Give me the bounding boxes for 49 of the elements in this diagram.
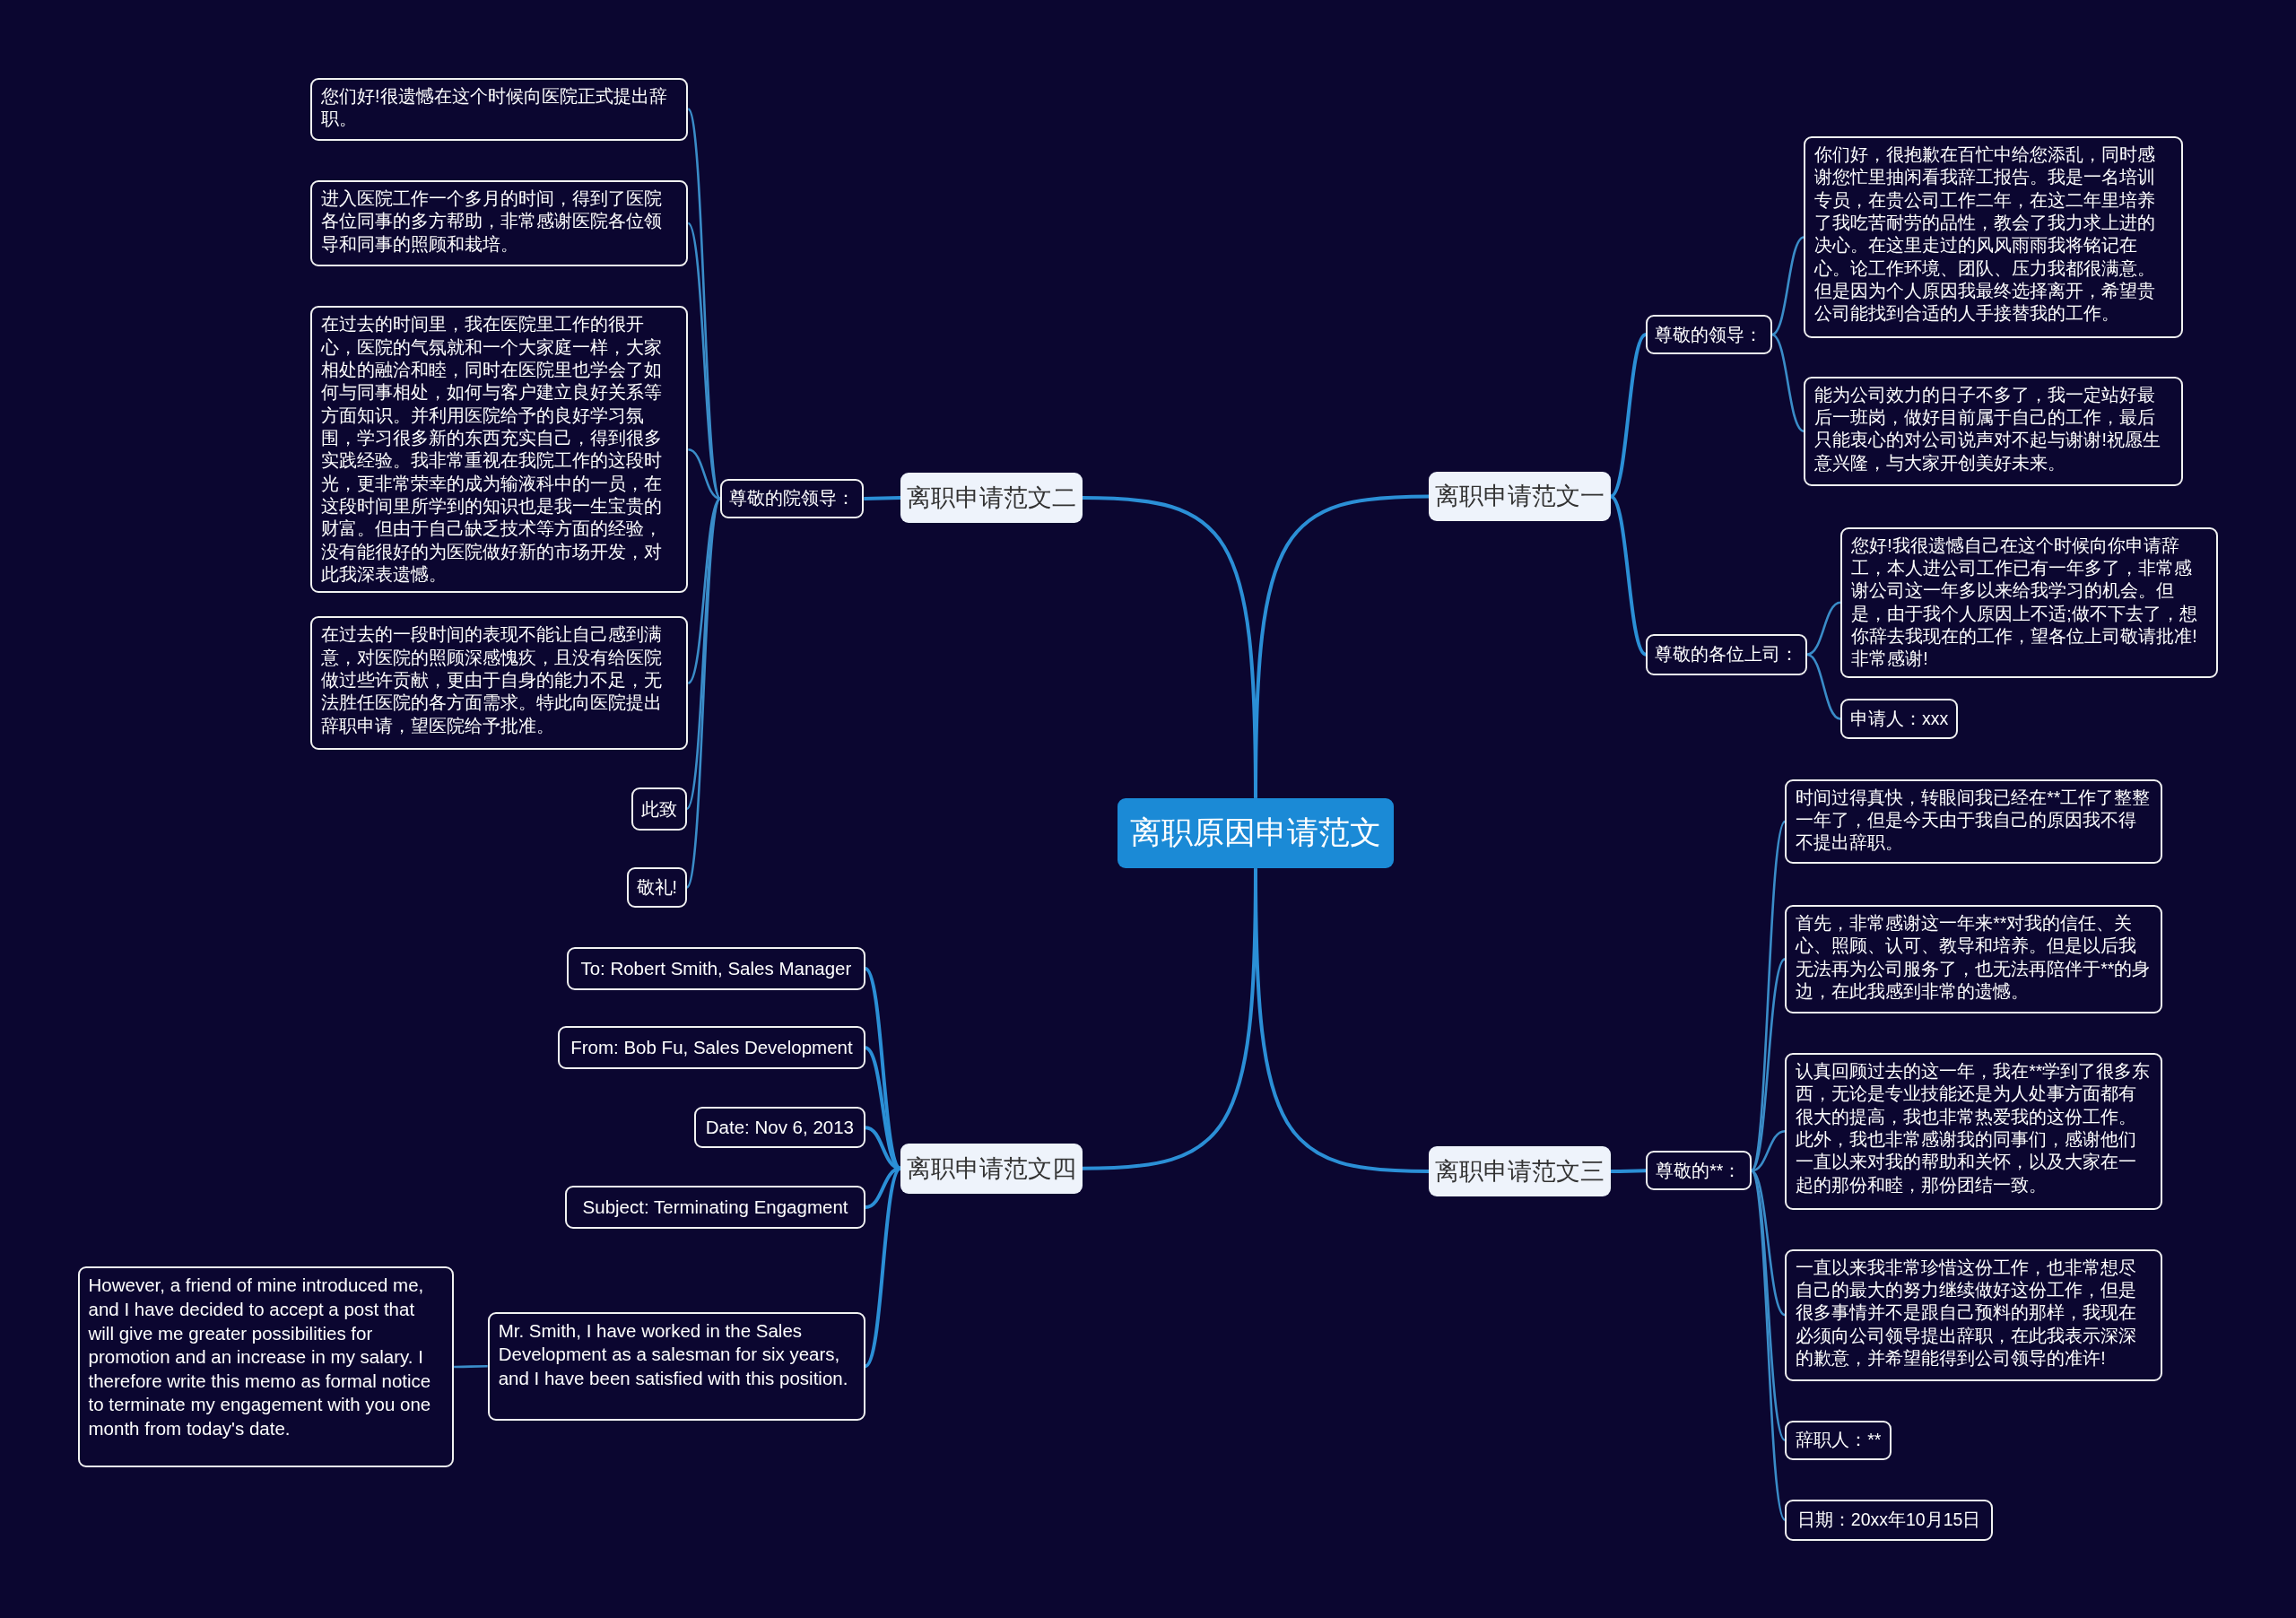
connector-line: [1750, 821, 1787, 1171]
connector-line: [864, 496, 901, 500]
subtopic-box: Subject: Terminating Engagment: [565, 1186, 865, 1229]
central-topic-box: 离职原因申请范文: [1117, 797, 1395, 869]
branch-topic-box: 离职申请范文四: [900, 1144, 1083, 1194]
subtopic-box: 辞职人：**: [1785, 1420, 1892, 1460]
connector-line: [688, 448, 721, 500]
connector-line: [1254, 494, 1430, 798]
connector-line: [1806, 653, 1841, 720]
text-card: Mr. Smith, I have worked in the Sales Development as a salesman for six years, and I have been satisfied with this position.: [487, 1311, 865, 1421]
connector-line: [1770, 236, 1805, 336]
connector-line: [1082, 868, 1257, 1170]
connector-line: [1770, 333, 1805, 432]
connector-line: [1751, 1129, 1786, 1172]
text-card: However, a friend of mine introduced me, and I have decided to accept a post that will give me greater possibilities for promotion and an increase in my salary. I therefore write this memo as formal notice to terminate my engagement with you one month from today's date.: [77, 1266, 455, 1467]
subtopic-box: 日期：20xx年10月15日: [1785, 1499, 1994, 1541]
branch-topic-box: 离职申请范文一: [1429, 471, 1611, 522]
text-card: 您好!我很遗憾自己在这个时候向你申请辞工，本人进公司工作已有一年多了，非常感谢公司这一年多以来给我学习的机会。但是，由于我个人原因上不适;做不下去了，想你辞去我现在的工作，望各位上司敬请批准!非常感谢!: [1840, 526, 2219, 678]
text-card: 进入医院工作一个多月的时间，得到了医院各位同事的多方帮助，非常感谢医院各位领导和同事的照顾和栽培。: [310, 179, 689, 267]
text-card: 能为公司效力的日子不多了，我一定站好最后一班岗，做好目前属于自己的工作，最后只能衷心的对公司说声对不起与谢谢!祝愿生意兴隆，与大家开创美好未来。: [1804, 376, 2184, 486]
connector-line: [1609, 333, 1648, 499]
connector-line: [685, 498, 722, 888]
connector-line: [1609, 494, 1648, 657]
branch-topic-box: 离职申请范文二: [900, 473, 1083, 523]
connector-line: [1610, 1169, 1647, 1174]
text-card: 时间过得真快，转眼间我已经在**工作了整整一年了，但是今天由于我自己的原因我不得不提出辞职。: [1785, 779, 2163, 865]
subtopic-box: To: Robert Smith, Sales Manager: [566, 947, 865, 990]
connector-line: [1750, 958, 1787, 1172]
text-card: 首先，非常感谢这一年来**对我的信任、关心、照顾、认可、教导和培养。但是以后我无法再为公司服务了，也无法再陪伴于**的身边，在此我感到非常的遗憾。: [1785, 904, 2163, 1013]
subtopic-box: 尊敬的各位上司：: [1646, 633, 1807, 675]
connector-line: [687, 222, 722, 500]
text-card: 你们好，很抱歉在百忙中给您添乱，同时感谢您忙里抽闲看我辞工报告。我是一名培训专员，在贵公司工作二年，在这二年里培养了我吃苦耐劳的品性，教会了我力求上进的决心。在这里走过的风风雨雨我将铭记在心。论工作环境、团队、压力我都很满意。但是因为个人原因我最终选择离开，希望贵公司能找到合适的人手接替我的工作。: [1804, 135, 2184, 339]
subtopic-box: 敬礼!: [626, 866, 687, 909]
text-card: 在过去的时间里，我在医院里工作的很开心，医院的气氛就和一个大家庭一样，大家相处的融洽和睦，同时在医院里也学会了如何与同事相处，如何与客户建立良好关系等方面知识。并利用医院给予的良好学习氛围，学习很多新的东西充实自己，得到很多实践经验。我非常重视在我院工作的这段时光，更非常荣幸的成为输液科中的一员，在这段时间里所学到的知识也是我一生宝贵的财富。但由于自己缺乏技术等方面的经验，没有能很好的为医院做好新的市场开发，对此我深表遗憾。: [310, 306, 689, 594]
subtopic-box: 尊敬的**：: [1646, 1151, 1752, 1191]
text-card: 您们好!很遗憾在这个时候向医院正式提出辞职。: [310, 77, 689, 141]
subtopic-box: 尊敬的院领导：: [720, 478, 865, 518]
subtopic-box: From: Bob Fu, Sales Development: [558, 1026, 865, 1069]
connector-line: [454, 1364, 488, 1369]
connector-line: [1750, 1170, 1787, 1521]
text-card: 认真回顾过去的这一年，我在**学到了很多东西，无论是专业技能还是为人处事方面都有很大的提高，我也非常热爱我的这份工作。此外，我也非常感谢我的同事们，感谢他们一直以来对我的帮助和关怀，以及大家在一起的那份和睦，那份团结一致。: [1785, 1052, 2163, 1210]
connector-line: [1806, 601, 1841, 657]
text-card: 在过去的一段时间的表现不能让自己感到满意，对医院的照顾深感愧疚，且没有给医院做过些许贡献，更由于自身的能力不足，无法胜任医院的各方面需求。特此向医院提出辞职申请，望医院给予批准。: [310, 616, 689, 750]
branch-topic-box: 离职申请范文三: [1429, 1146, 1611, 1196]
subtopic-box: 申请人：xxx: [1840, 698, 1958, 740]
subtopic-box: 尊敬的领导：: [1646, 315, 1772, 355]
subtopic-box: Date: Nov 6, 2013: [693, 1107, 865, 1148]
subtopic-box: 此致: [631, 787, 687, 831]
text-card: 一直以来我非常珍惜这份工作，也非常想尽自己的最大的努力继续做好这份工作，但是很多事情并不是跟自己预料的那样，我现在必须向公司领导提出辞职，在此我表示深深的歉意，并希望能得到公司领导的准许!: [1785, 1248, 2163, 1381]
